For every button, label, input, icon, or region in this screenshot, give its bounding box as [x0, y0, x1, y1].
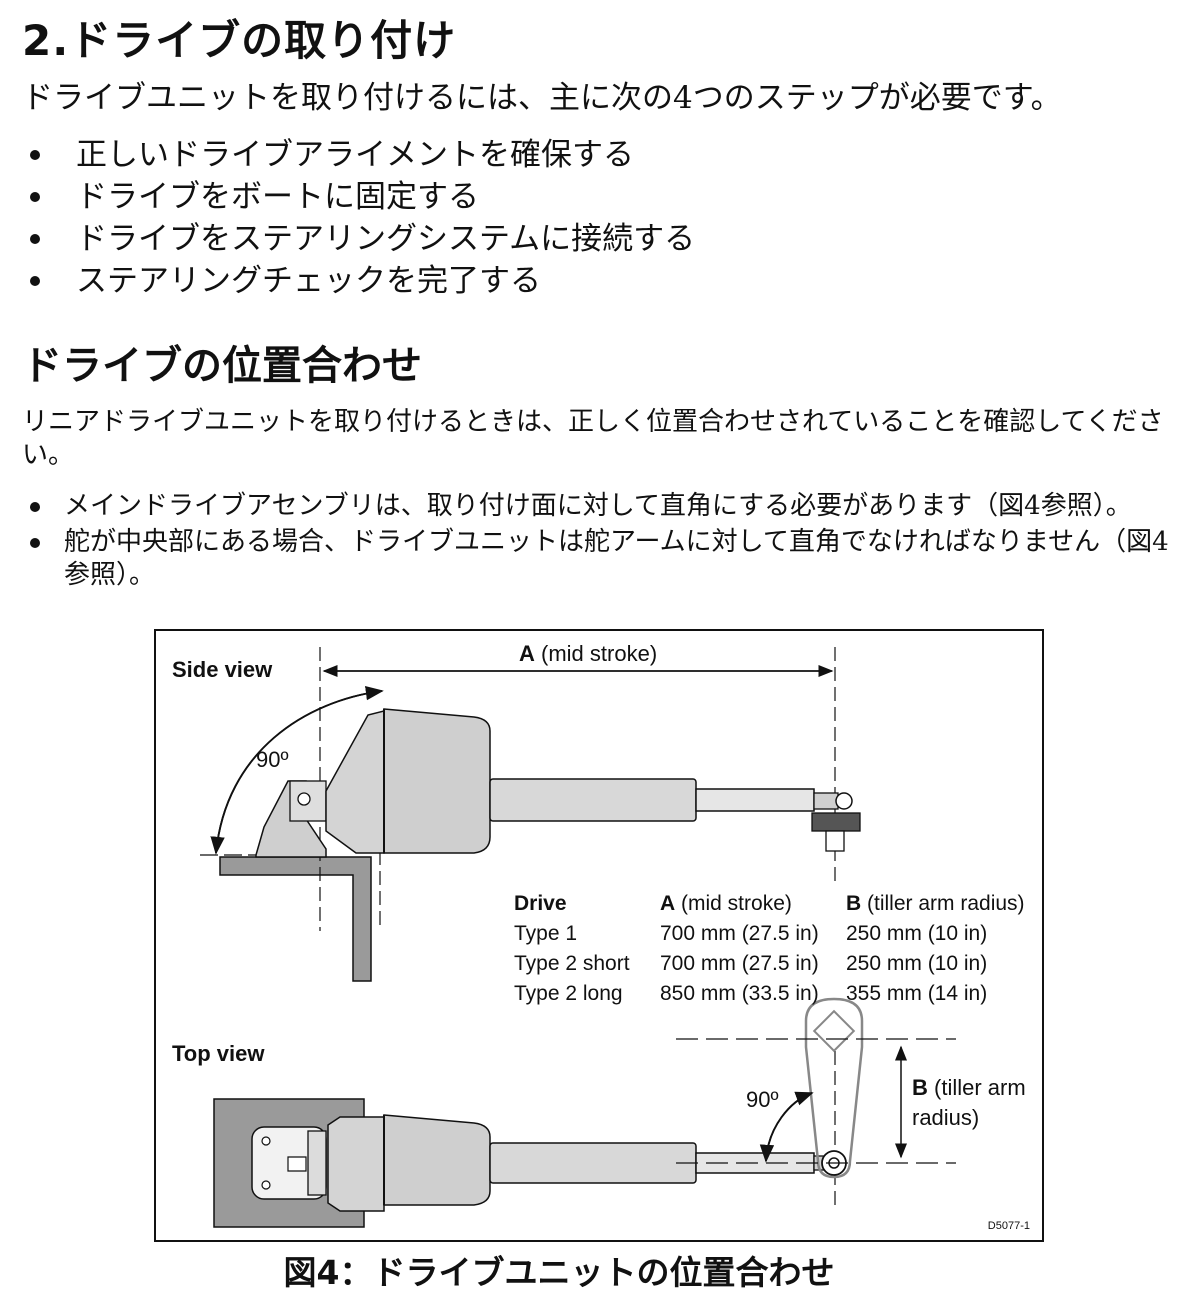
dimension-a-label: A (mid stroke): [519, 641, 658, 666]
bullet-icon: [30, 538, 40, 548]
top-angle-label: 90º: [746, 1087, 779, 1112]
page-title: 2.ドライブの取り付け: [22, 16, 457, 65]
bullet-icon: [30, 150, 40, 160]
bullet-icon: [30, 276, 40, 286]
dimension-b-label: B (tiller arm radius): [912, 1075, 1026, 1130]
alignment-figure: Side view Top view 90º 90º A (mid stroke…: [154, 629, 1044, 1242]
bullet-icon: [30, 192, 40, 202]
section-title: ドライブの位置合わせ: [22, 343, 422, 389]
table-row: Type 1 700 mm (27.5 in) 250 mm (10 in): [514, 922, 988, 945]
list-item: ドライブをステアリングシステムに接続する: [22, 218, 695, 260]
table-row: Type 2 long 850 mm (33.5 in) 355 mm (14 …: [514, 982, 988, 1005]
figure-caption: 図4：ドライブユニットの位置合わせ: [283, 1253, 835, 1292]
section-paragraph: リニアドライブユニットを取り付けるときは、正しく位置合わせされていることを確認し…: [22, 407, 1164, 470]
requirement-list: メインドライブアセンブリは、取り付け面に対して直角にする必要があります（図4参照…: [22, 490, 1172, 595]
side-angle-label: 90º: [256, 747, 289, 772]
list-item: 舵が中央部にある場合、ドライブユニットは舵アームに対して直角でなければなりません…: [22, 526, 1172, 592]
list-item: ステアリングチェックを完了する: [22, 260, 695, 302]
step-list: 正しいドライブアライメントを確保する ドライブをボートに固定する ドライブをステ…: [22, 134, 695, 302]
table-row: Type 2 short 700 mm (27.5 in) 250 mm (10…: [514, 952, 988, 975]
list-item: 正しいドライブアライメントを確保する: [22, 134, 695, 176]
side-view-label: Side view: [172, 657, 273, 682]
list-item: メインドライブアセンブリは、取り付け面に対して直角にする必要があります（図4参照…: [22, 490, 1172, 523]
bullet-icon: [30, 502, 40, 512]
drive-diagram-illustration: [200, 647, 956, 1228]
bullet-icon: [30, 234, 40, 244]
table-header-row: Drive A (mid stroke) B (tiller arm radiu…: [514, 892, 1025, 915]
intro-text: ドライブユニットを取り付けるには、主に次の4つのステップが必要です。: [22, 80, 1062, 116]
document-reference: D5077-1: [987, 1220, 1030, 1232]
drive-spec-table: Drive A (mid stroke) B (tiller arm radiu…: [514, 889, 1025, 1009]
list-item: ドライブをボートに固定する: [22, 176, 695, 218]
top-view-label: Top view: [172, 1041, 265, 1066]
